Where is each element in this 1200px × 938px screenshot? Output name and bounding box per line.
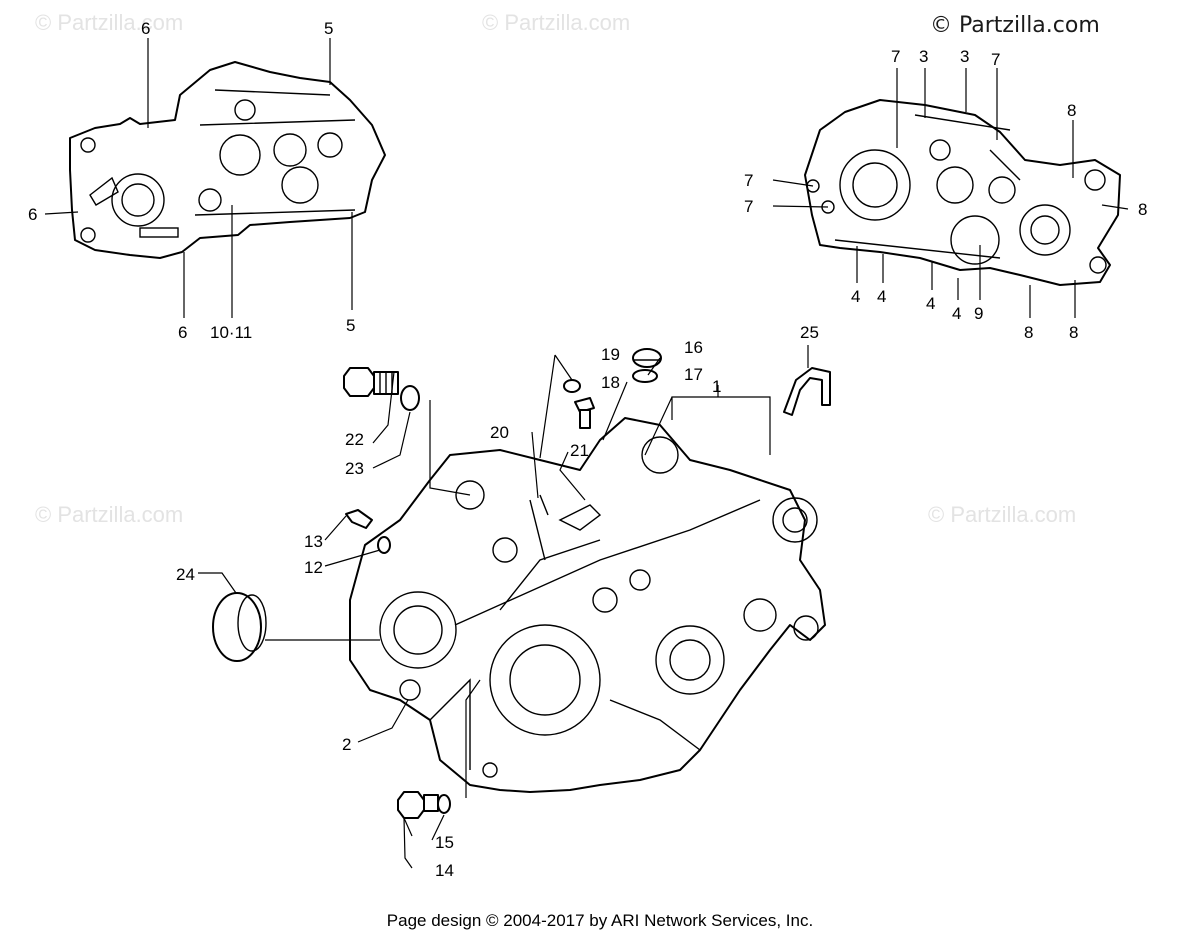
callout-15: 15 [435, 833, 454, 852]
callout-19: 19 [601, 345, 620, 364]
callout-3-top-b: 3 [960, 47, 969, 66]
callout-20: 20 [490, 423, 509, 442]
callout-4-c: 4 [926, 294, 935, 313]
callout-5-top: 5 [324, 19, 333, 38]
part-22-plug [343, 367, 399, 397]
callout-7-top-a: 7 [891, 47, 900, 66]
callout-4-b: 4 [877, 287, 886, 306]
copyright-label: © Partzilla.com [930, 13, 1100, 38]
callout-16: 16 [684, 338, 703, 357]
part-18-bolt [574, 397, 595, 429]
watermark-top-left: © Partzilla.com [35, 10, 183, 35]
part-25-hose [783, 367, 831, 416]
callout-6-left: 6 [28, 205, 37, 224]
callout-6-bottom: 6 [178, 323, 187, 342]
crankcase-left-half-view [69, 61, 386, 259]
callout-6-top: 6 [141, 19, 150, 38]
watermark-mid-left: © Partzilla.com [35, 502, 183, 527]
callout-5-bottom: 5 [346, 316, 355, 335]
part-17-gasket [632, 369, 658, 383]
callout-9: 9 [974, 304, 983, 323]
leaders-left-half [44, 38, 353, 318]
callout-7-left-b: 7 [744, 197, 753, 216]
part-24-cap [212, 592, 267, 662]
callout-21: 21 [570, 441, 589, 460]
part-19-washer [563, 379, 581, 393]
callout-8-bottom-b: 8 [1069, 323, 1078, 342]
part-14-drain-plug [397, 791, 439, 819]
crankcase-assembly [349, 417, 826, 793]
callout-1: 1 [712, 377, 721, 396]
callout-24: 24 [176, 565, 195, 584]
callout-8-right: 8 [1138, 200, 1147, 219]
part-13-fitting [345, 509, 373, 529]
callout-8-top: 8 [1067, 101, 1076, 120]
callout-4-d: 4 [952, 304, 961, 323]
callout-13: 13 [304, 532, 323, 551]
leaders-right-half [772, 68, 1129, 318]
callout-7-left-a: 7 [744, 171, 753, 190]
callout-14: 14 [435, 861, 454, 880]
footer-credit: Page design © 2004-2017 by ARI Network S… [387, 911, 813, 930]
callout-2: 2 [342, 735, 351, 754]
callout-18: 18 [601, 373, 620, 392]
watermark-mid-right: © Partzilla.com [928, 502, 1076, 527]
part-16-cap [632, 348, 662, 368]
callout-4-a: 4 [851, 287, 860, 306]
watermark-top-center: © Partzilla.com [482, 10, 630, 35]
part-12-o-ring [377, 536, 391, 554]
part-23-washer [400, 385, 420, 411]
part-15-gasket [437, 794, 451, 814]
callout-8-bottom-a: 8 [1024, 323, 1033, 342]
callout-10-11: 10·11 [210, 323, 252, 342]
callout-25: 25 [800, 323, 819, 342]
leaders-main [198, 345, 809, 869]
callout-12: 12 [304, 558, 323, 577]
callout-23: 23 [345, 459, 364, 478]
callout-17: 17 [684, 365, 703, 384]
callout-22: 22 [345, 430, 364, 449]
callout-3-top-a: 3 [919, 47, 928, 66]
callout-7-top-b: 7 [991, 50, 1000, 69]
